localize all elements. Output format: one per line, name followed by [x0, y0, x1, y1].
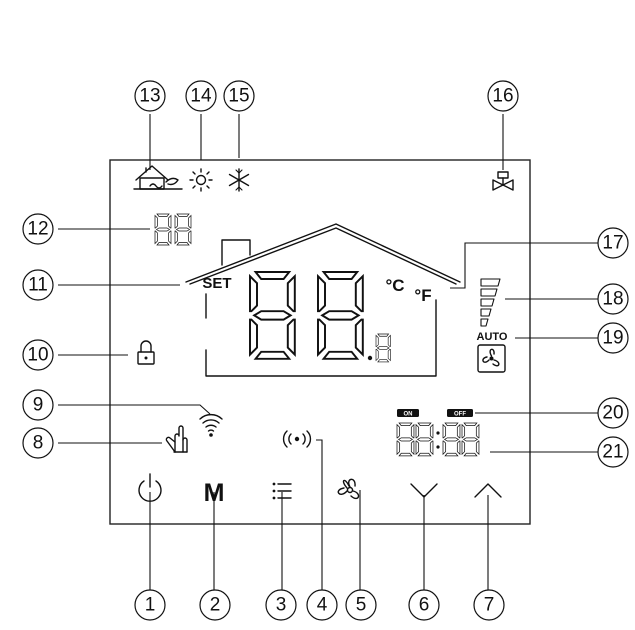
svg-text:6: 6 [419, 595, 430, 616]
wireless-signal-icon [282, 430, 312, 448]
celsius-unit: °C [385, 276, 404, 295]
fan-speed-bars [480, 278, 501, 327]
lcd-frame [109, 159, 531, 525]
callout-1: 1 [134, 589, 166, 621]
svg-text:12: 12 [27, 219, 48, 240]
svg-text:7: 7 [484, 595, 495, 616]
svg-text:21: 21 [602, 442, 623, 463]
timer-off-badge: OFF [447, 409, 473, 418]
svg-text:ON: ON [404, 412, 413, 418]
main-temperature-frame [205, 293, 437, 377]
svg-text:13: 13 [139, 86, 160, 107]
menu-list-button[interactable] [272, 482, 292, 500]
callout-6: 6 [408, 589, 440, 621]
callout-14: 14 [185, 80, 217, 112]
down-arrow-button[interactable] [410, 483, 438, 498]
callout-11: 11 [22, 269, 54, 301]
wifi-icon [199, 413, 223, 437]
valve-icon [492, 171, 514, 191]
auto-fan-label: AUTO [477, 331, 508, 343]
leader-lines [58, 114, 598, 590]
fan-button[interactable] [337, 478, 360, 500]
timer-on-badge: ON [397, 409, 419, 418]
svg-text:17: 17 [602, 233, 623, 254]
svg-text:19: 19 [602, 328, 623, 349]
svg-text:8: 8 [33, 433, 44, 454]
callout-4: 4 [306, 589, 338, 621]
mode-button[interactable]: M [204, 479, 225, 507]
svg-text:18: 18 [602, 289, 623, 310]
svg-text:10: 10 [27, 345, 48, 366]
callout-17: 17 [597, 227, 629, 259]
hand-touch-icon [165, 425, 188, 453]
callout-12: 12 [22, 213, 54, 245]
callout-5: 5 [345, 589, 377, 621]
callout-8: 8 [22, 427, 54, 459]
callout-7: 7 [473, 589, 505, 621]
callout-9: 9 [22, 389, 54, 421]
svg-text:2: 2 [210, 595, 221, 616]
room-number-display [154, 213, 192, 246]
svg-text:5: 5 [356, 595, 367, 616]
callout-3: 3 [265, 589, 297, 621]
house-heating-icon [133, 165, 183, 190]
snowflake-icon [228, 168, 250, 192]
callout-13: 13 [134, 80, 166, 112]
set-label: SET [202, 275, 231, 292]
callout-18: 18 [597, 283, 629, 315]
svg-text:20: 20 [602, 403, 623, 424]
lock-icon [137, 340, 155, 365]
callout-10: 10 [22, 339, 54, 371]
auto-fan-icon [477, 344, 506, 373]
svg-text:1: 1 [145, 595, 156, 616]
callout-2: 2 [199, 589, 231, 621]
callout-21: 21 [597, 436, 629, 468]
svg-text:15: 15 [228, 86, 249, 107]
svg-text:3: 3 [276, 595, 287, 616]
svg-text:4: 4 [317, 595, 328, 616]
svg-text:11: 11 [28, 275, 48, 296]
callout-19: 19 [597, 322, 629, 354]
svg-text:16: 16 [492, 86, 513, 107]
up-arrow-button[interactable] [474, 483, 502, 498]
power-button[interactable] [138, 473, 162, 502]
svg-text:OFF: OFF [454, 412, 466, 418]
callout-16: 16 [487, 80, 519, 112]
svg-text:9: 9 [33, 395, 44, 416]
callout-20: 20 [597, 397, 629, 429]
sun-icon [189, 168, 213, 192]
roof-outline [185, 223, 461, 285]
main-temperature-digits [249, 271, 391, 363]
svg-text:14: 14 [190, 86, 212, 107]
clock-display [396, 422, 480, 457]
callout-15: 15 [223, 80, 255, 112]
fahrenheit-unit: °F [414, 286, 431, 305]
